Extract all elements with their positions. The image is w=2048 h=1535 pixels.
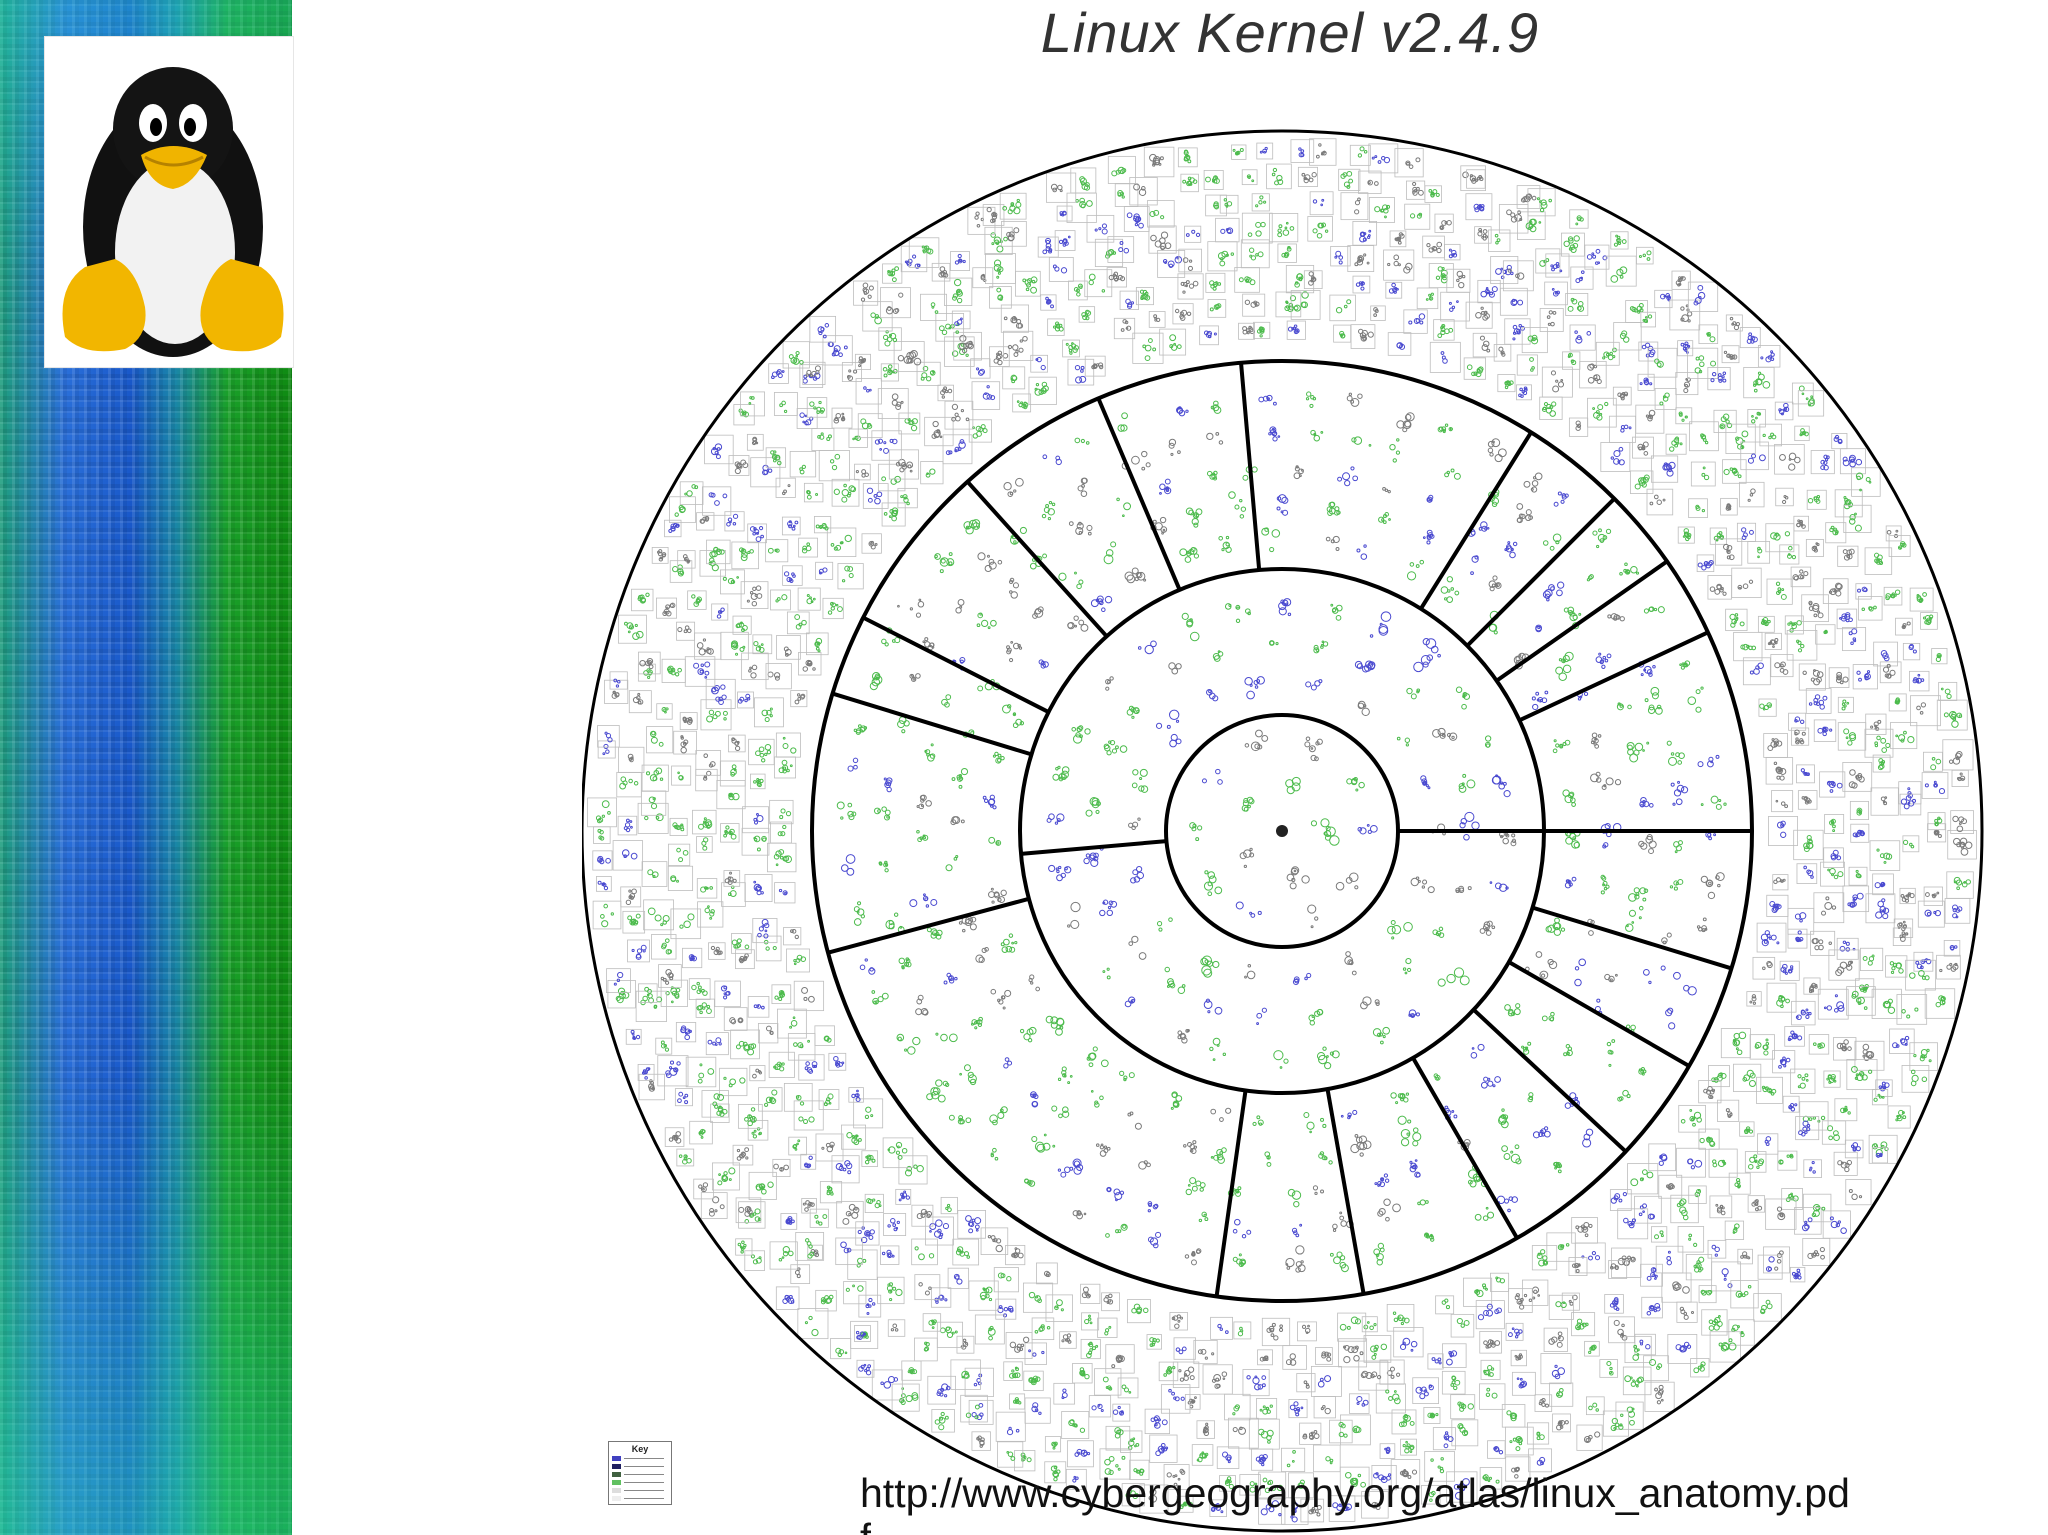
source-url-link-tail[interactable]: f	[860, 1515, 871, 1535]
key-row	[612, 1462, 671, 1470]
sector-divider	[1020, 839, 1167, 856]
sector-divider	[1419, 431, 1533, 610]
sector-divider	[1507, 960, 1691, 1068]
subsystem-clusters	[587, 138, 1977, 1525]
core-node	[1276, 825, 1288, 837]
key-row	[612, 1454, 671, 1462]
sector-divider	[1325, 1088, 1366, 1295]
sector-divider	[1214, 1090, 1248, 1297]
key-title: Key	[631, 1444, 649, 1454]
sector-divider	[827, 896, 1030, 955]
source-url-link[interactable]: http://www.cybergeography.org/atlas/linu…	[860, 1470, 1850, 1516]
sector-divider	[1531, 905, 1733, 971]
sector-dividers	[827, 362, 1752, 1297]
outer-ring	[582, 129, 1984, 1533]
sector-divider	[862, 615, 1050, 714]
sector-divider	[1411, 1056, 1519, 1240]
tux-penguin-icon	[62, 67, 284, 357]
key-row	[612, 1478, 671, 1486]
kernel-ring-diagram	[582, 129, 1984, 1533]
key-row	[612, 1486, 671, 1494]
tux-logo	[44, 36, 294, 368]
sector-divider	[1239, 362, 1262, 571]
sector-divider	[966, 480, 1109, 638]
sector-divider	[1472, 1008, 1628, 1154]
sector-divider	[1096, 397, 1182, 591]
key-row	[612, 1494, 671, 1502]
sector-divider	[1465, 497, 1616, 648]
diagram-key: Key	[608, 1441, 672, 1505]
slide-title: Linux Kernel v2.4.9	[1040, 1, 1540, 64]
key-row	[612, 1470, 671, 1478]
sector-divider	[1495, 559, 1669, 683]
sector-divider	[831, 691, 1033, 757]
sector-divider	[1518, 630, 1709, 723]
